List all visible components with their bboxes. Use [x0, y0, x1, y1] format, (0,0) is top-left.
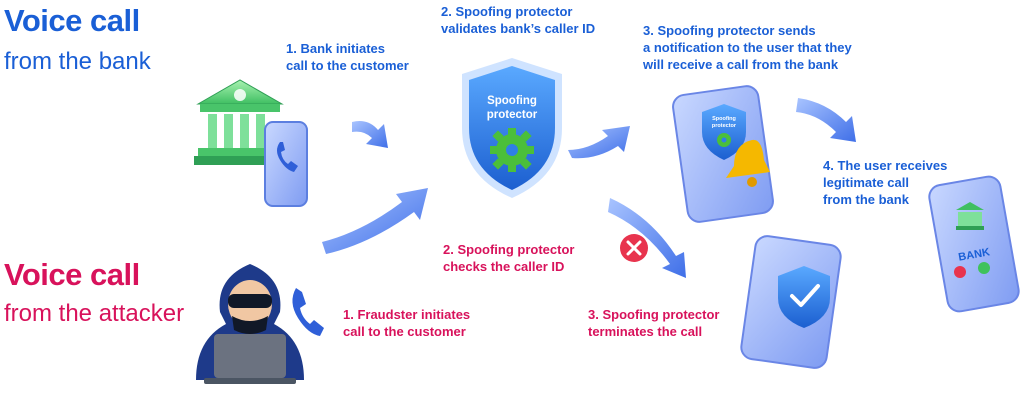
- attacker-heading-bold: Voice call: [4, 257, 140, 292]
- shield-icon: Spoofing protector: [702, 104, 746, 160]
- shield-icon: Spoofing protector: [462, 58, 562, 198]
- arrow-icon: [322, 188, 428, 254]
- attacker-step-1-line-2: call to the customer: [343, 324, 466, 339]
- terminated-call-phone: [740, 235, 842, 369]
- notification-phone: Spoofing protector: [672, 85, 774, 223]
- bank-step-4-line-2: legitimate call: [823, 175, 909, 190]
- bank-building-icon: [956, 202, 984, 230]
- phone-shield-label-line-1: Spoofing: [712, 116, 736, 122]
- bank-step-3-line-3: will receive a call from the bank: [643, 57, 839, 72]
- bank-building-icon: [194, 79, 288, 165]
- attacker-step-3-line-1: 3. Spoofing protector: [588, 307, 720, 322]
- shield-label-line-2: protector: [487, 109, 538, 121]
- attacker-step-3: 3. Spoofing protector terminates the cal…: [588, 306, 719, 340]
- bank-heading-light: from the bank: [4, 48, 151, 75]
- attacker-step-1: 1. Fraudster initiates call to the custo…: [343, 306, 470, 340]
- bank-step-3: 3. Spoofing protector sends a notificati…: [643, 22, 852, 73]
- gear-icon: [490, 128, 534, 172]
- bank-step-2-line-1: 2. Spoofing protector: [441, 4, 573, 19]
- arrow-icon: [796, 98, 856, 142]
- shield-label-line-1: Spoofing: [487, 95, 537, 107]
- bank-step-4-line-3: from the bank: [823, 192, 909, 207]
- bank-step-1-line-1: 1. Bank initiates: [286, 41, 385, 56]
- bank-step-2-line-2: validates bank’s caller ID: [441, 21, 596, 36]
- hacker-icon: [196, 264, 304, 384]
- decline-call-icon: [954, 266, 966, 278]
- bank-heading-bold: Voice call: [4, 3, 140, 38]
- bank-step-4-line-1: 4. The user receives: [823, 158, 948, 173]
- attacker-step-2-line-1: 2. Spoofing protector: [443, 242, 575, 257]
- bank-step-3-line-2: a notification to the user that they: [643, 40, 852, 55]
- bell-icon: [726, 139, 770, 187]
- attacker-step-3-line-2: terminates the call: [588, 324, 703, 339]
- arrow-icon: [568, 126, 630, 159]
- attacker-heading-light: from the attacker: [4, 300, 185, 327]
- bank-step-2: 2. Spoofing protector validates bank’s c…: [441, 3, 595, 37]
- laptop-icon: [204, 334, 296, 384]
- attacker-step-2: 2. Spoofing protector checks the caller …: [443, 241, 574, 275]
- arrow-icon: [352, 121, 388, 148]
- handset-icon: [292, 288, 324, 336]
- phone-shield-label-line-2: protector: [712, 123, 737, 129]
- attacker-step-2-line-2: checks the caller ID: [443, 259, 565, 274]
- bank-screen-label: BANK: [957, 246, 990, 263]
- bank-step-3-line-1: 3. Spoofing protector sends: [643, 23, 816, 38]
- reject-cross-icon: [620, 234, 648, 262]
- bank-step-1-line-2: call to the customer: [286, 58, 409, 73]
- bank-phone-icon: [264, 121, 308, 207]
- check-icon: [790, 284, 820, 307]
- legit-call-phone: BANK: [928, 175, 1020, 313]
- bank-step-1: 1. Bank initiates call to the customer: [286, 40, 409, 74]
- handset-icon: [277, 142, 298, 172]
- arrow-icon: [608, 198, 686, 278]
- attacker-step-1-line-1: 1. Fraudster initiates: [343, 307, 471, 322]
- bank-step-4: 4. The user receives legitimate call fro…: [823, 157, 947, 208]
- shield-icon: [778, 266, 830, 328]
- accept-call-icon: [978, 262, 990, 274]
